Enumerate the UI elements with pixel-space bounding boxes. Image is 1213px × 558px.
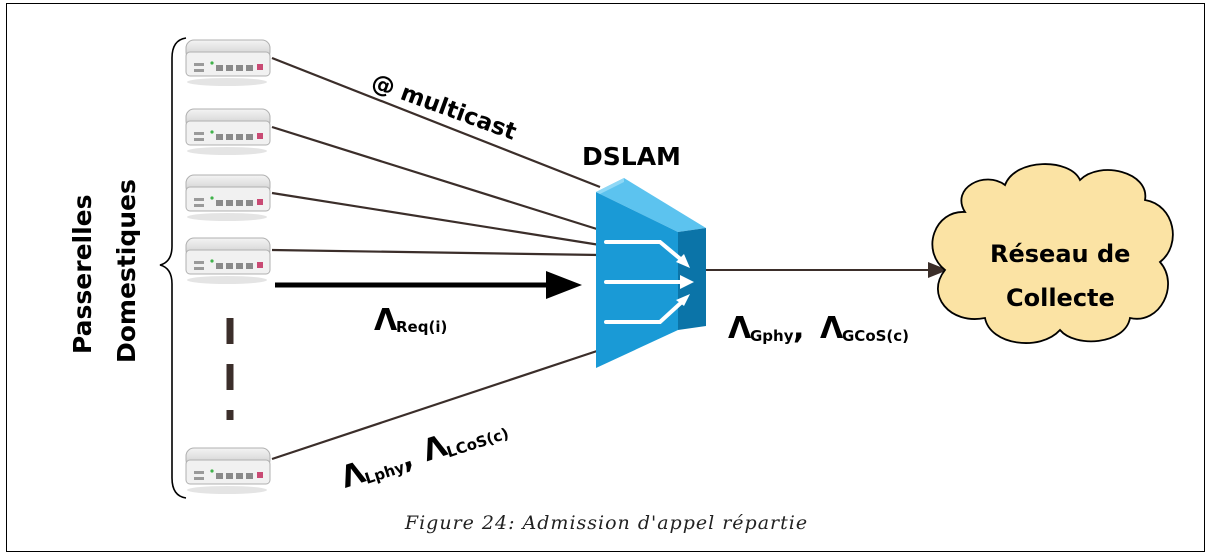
request-rate-label: Λ Req(i) <box>374 303 447 338</box>
link-gateway-2 <box>271 125 601 232</box>
request-arrow <box>275 271 582 299</box>
gateway-device-2 <box>185 108 271 156</box>
gateways-label-line1: Passerelles <box>68 195 97 355</box>
gphy-subscript: Gphy <box>750 327 794 345</box>
req-subscript: Req(i) <box>396 318 447 336</box>
gateways-brace <box>159 37 187 499</box>
gateway-device-5 <box>185 447 271 495</box>
multicast-label: @ multicast <box>368 69 520 145</box>
gcos-subscript: GCoS(c) <box>842 327 909 345</box>
cloud-label-line1: Réseau de <box>990 240 1130 268</box>
collection-network-cloud <box>931 163 1174 344</box>
lambda-symbol: Λ <box>728 311 752 346</box>
gateways-label-line2: Domestiques <box>112 179 141 363</box>
lambda-symbol: Λ <box>820 311 844 346</box>
global-rate-labels: Λ Gphy , Λ GCoS(c) <box>728 311 909 346</box>
link-gateway-5 <box>271 348 601 461</box>
link-gateway-3 <box>271 191 601 247</box>
gateway-device-4 <box>185 237 271 285</box>
link-gateway-4 <box>271 248 601 257</box>
gateway-device-3 <box>185 174 271 222</box>
lphy-subscript: Lphy <box>363 458 408 488</box>
connection-lines <box>271 56 601 461</box>
lambda-symbol: Λ <box>374 303 398 338</box>
lcos-subscript: LCoS(c) <box>444 424 511 461</box>
uplink-arrow <box>704 262 948 278</box>
cloud-label-line2: Collecte <box>1006 284 1115 312</box>
figure-caption: Figure 24: Admission d'appel répartie <box>404 512 809 534</box>
dslam-label: DSLAM <box>582 142 681 171</box>
gateway-device-1 <box>185 39 271 87</box>
comma: , <box>793 311 804 346</box>
link-gateway-1 <box>271 56 601 189</box>
dslam-icon <box>596 178 706 368</box>
local-rate-labels: Λ Lphy , Λ LCoS(c) <box>337 424 511 495</box>
